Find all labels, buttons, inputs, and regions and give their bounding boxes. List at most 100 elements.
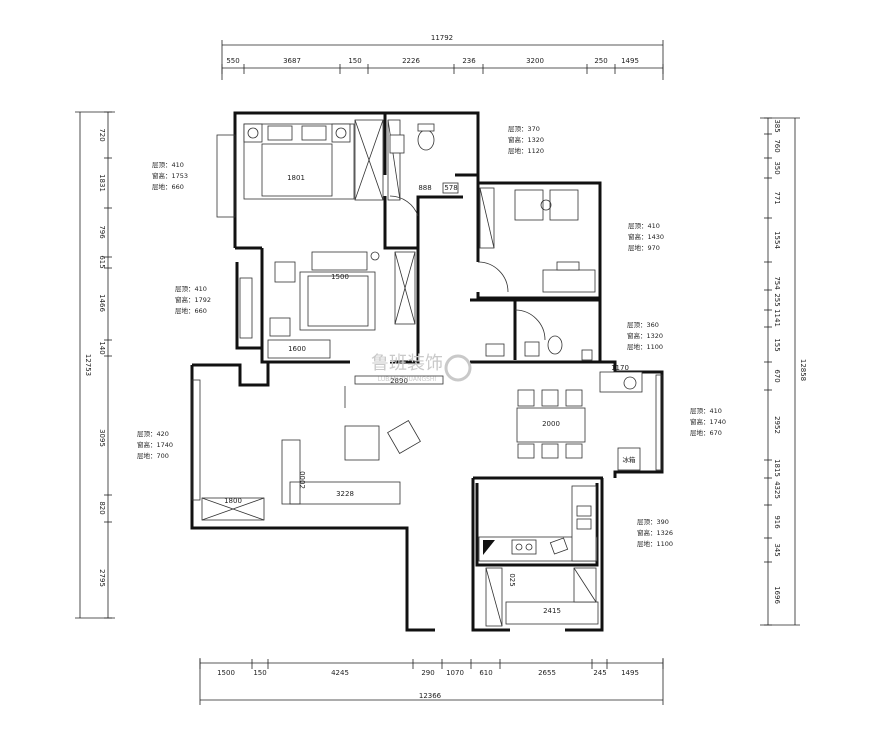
dining-chair-3: [565, 389, 583, 407]
living-spec-3: 层地：700: [137, 451, 169, 460]
right-door-swing: [477, 261, 509, 293]
sofa-side: [281, 439, 301, 505]
right-dim-12: 1815: [773, 459, 781, 477]
bottom-dim-4: 290: [421, 669, 434, 677]
sofa-dim: 3228: [336, 490, 354, 498]
dining-chair-1: [517, 389, 535, 407]
kitchen-corner: [483, 540, 495, 555]
bath-spec-3: 层地：1120: [508, 146, 544, 155]
top-dim-2: 3687: [283, 57, 301, 65]
right-dim-4: 771: [773, 191, 781, 204]
sink-b: [576, 518, 592, 530]
bath-step: [442, 182, 459, 194]
top-dim-8: 1495: [621, 57, 639, 65]
top-dim-6: 3200: [526, 57, 544, 65]
left-dim-8: 820: [98, 501, 106, 514]
sbed-spec-3: 层地：660: [175, 306, 207, 315]
top-dim-3: 150: [348, 57, 361, 65]
washing-machine: [623, 376, 637, 390]
bottom-dim-7: 2655: [538, 669, 556, 677]
bath-spec-1: 层顶：370: [508, 125, 540, 133]
left-dim-1: 720: [98, 128, 106, 141]
dining-spec-1: 层顶：410: [690, 407, 722, 415]
dining-chair-4: [517, 443, 535, 459]
rbed-spec-1: 层顶：410: [628, 222, 660, 230]
right-dim-6: 754: [773, 276, 781, 290]
master-spec-1: 层顶：410: [152, 161, 184, 169]
bathroom: 578 888 层顶：370 窗高：1320 层地：1120: [387, 119, 544, 217]
second-bed: [307, 275, 369, 327]
nightstand-right: [331, 123, 351, 143]
lounge-chair: [387, 420, 421, 454]
balcony: 2415 025: [485, 567, 599, 627]
sbed-spec-1: 层顶：410: [175, 285, 207, 293]
sofa-depth-dim: 0002: [298, 471, 306, 489]
top-total-dim: 11792: [431, 34, 453, 42]
right-desk: [542, 269, 596, 293]
watermark-logo: [444, 354, 472, 382]
right-dim-1: 385: [773, 119, 781, 132]
dining-table: [516, 407, 586, 443]
bottom-dim-5: 1070: [446, 669, 464, 677]
left-total-dim: 12753: [84, 354, 92, 376]
bottom-dim-9: 1495: [621, 669, 639, 677]
toilet-door-swing: [514, 309, 546, 341]
armchair-left: [514, 189, 544, 221]
second-bed-head: [311, 251, 368, 271]
bottom-total-dim: 12366: [419, 692, 442, 700]
second-desk: [267, 339, 331, 359]
second-bedroom: 1500 1600 层顶：410 窗高：1792 层地：660: [175, 251, 416, 359]
dining-window: [655, 374, 663, 471]
living-cabinet-dim: 1800: [224, 497, 242, 505]
left-dim-4: 615: [98, 255, 106, 268]
bath-dim-b: 888: [418, 184, 431, 192]
nightstand-left: [243, 123, 263, 143]
master-bed: [261, 143, 333, 197]
right-dimension-chain: 12858 385 760 350 771 1554 754 255 1141 …: [760, 117, 807, 626]
top-dim-4: 2226: [402, 57, 420, 65]
right-dim-5: 1554: [773, 231, 781, 249]
living-window: [191, 379, 201, 501]
living-spec-1: 层顶：420: [137, 430, 169, 438]
toilet-spec-2: 窗高：1320: [627, 331, 663, 340]
sbed-spec-2: 窗高：1792: [175, 295, 211, 304]
right-dim-15: 345: [773, 543, 781, 556]
kitchen: 层顶：390 窗高：1326 层地：1100: [478, 485, 673, 562]
right-dim-8: 1141: [773, 309, 781, 327]
master-bed-dim: 1801: [287, 174, 305, 182]
dining-chair-6: [565, 443, 583, 459]
tv-cabinet: [354, 375, 444, 385]
toilet-bowl: [547, 335, 563, 355]
right-dim-14: 916: [773, 515, 781, 529]
bottom-dim-2: 150: [253, 669, 266, 677]
fridge: [617, 447, 641, 471]
tv-cabinet-dim: 2890: [390, 377, 408, 385]
laundry-basin: [485, 343, 505, 357]
top-dim-5: 236: [462, 57, 476, 65]
bath-spec-2: 窗高：1320: [508, 135, 544, 144]
living-spec-2: 窗高：1740: [137, 440, 173, 449]
fridge-label: 冰箱: [623, 455, 637, 464]
top-dimension-chain: 11792 550 3687 150 2226 236 3200 250 149…: [221, 34, 664, 80]
balcony-counter-dim: 2415: [543, 607, 561, 615]
second-armchair-top: [274, 261, 296, 283]
coffee-table: [344, 425, 380, 461]
pillow-right: [301, 125, 327, 141]
master-spec-3: 层地：660: [152, 182, 184, 191]
bottom-dimension-chain: 12366 1500 150 4245 290 1070 610 2655 24…: [199, 658, 664, 705]
sofa: [289, 481, 401, 505]
watermark-en: LUBAN ZHUANGSHI: [378, 376, 437, 383]
cooktop: [511, 539, 537, 555]
left-dim-2: 1831: [98, 174, 106, 192]
dining-chair-2: [541, 389, 559, 407]
top-dim-7: 250: [594, 57, 607, 65]
right-dim-3: 350: [773, 161, 781, 174]
right-dim-13: 4325: [773, 481, 781, 499]
living-room: 2890 3228 0002 1800 层顶：420 窗高：1740 层地：70…: [137, 375, 444, 521]
bottom-dim-6: 610: [479, 669, 492, 677]
washing-cabinet-dim: 1170: [611, 364, 629, 372]
second-bed-dim: 1500: [331, 273, 349, 281]
bottom-dim-8: 245: [593, 669, 606, 677]
bath-basin: [389, 134, 405, 154]
